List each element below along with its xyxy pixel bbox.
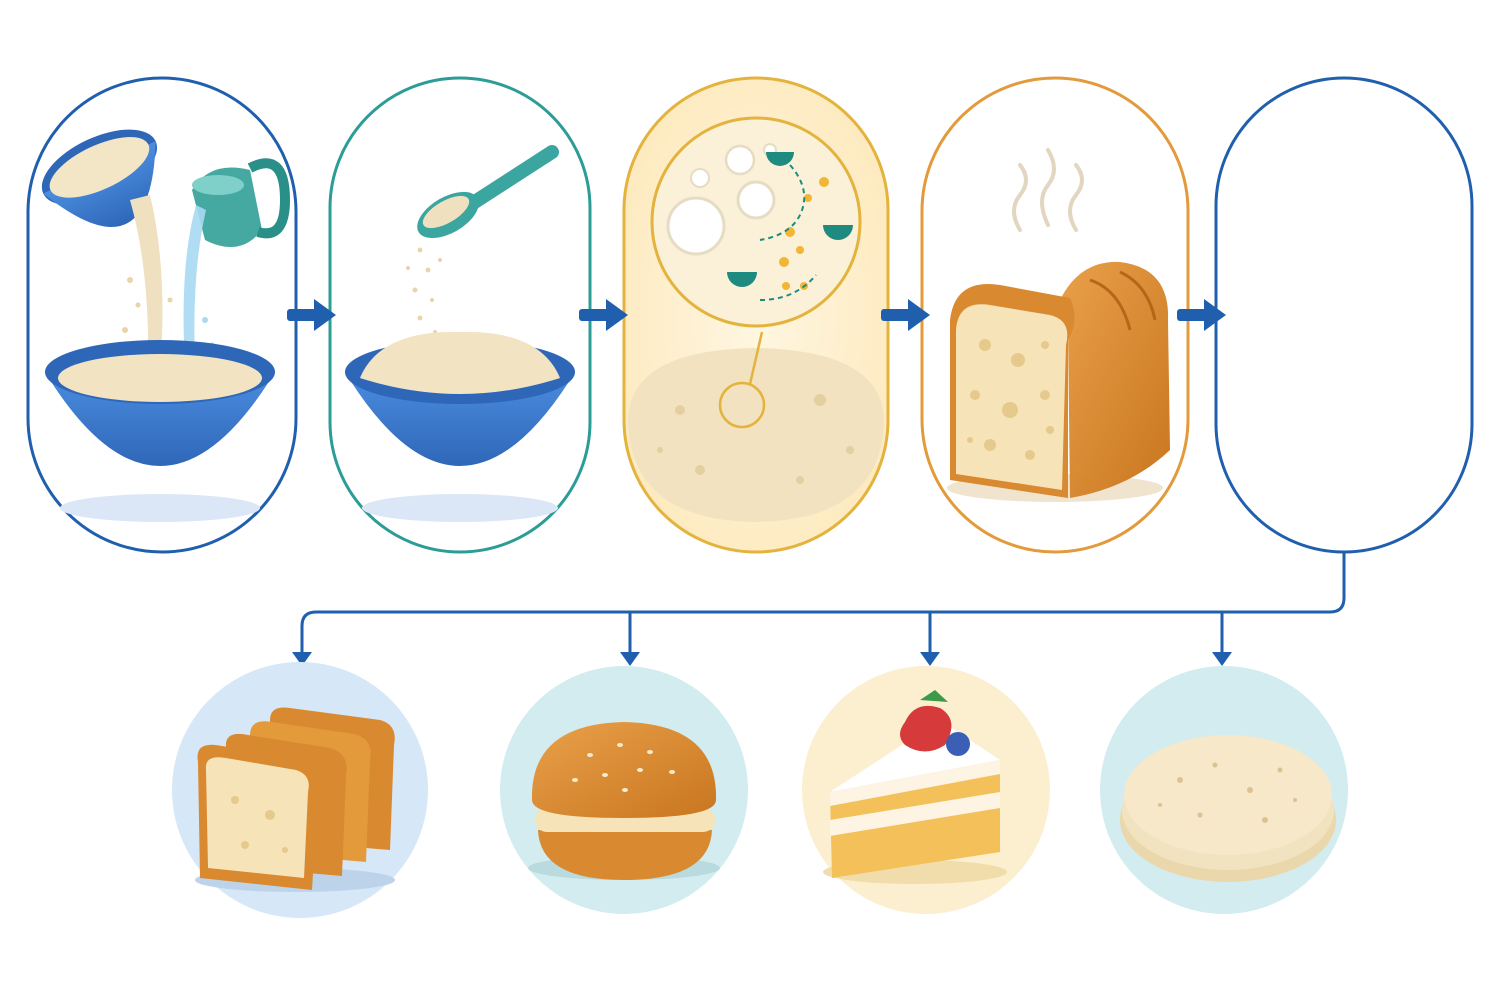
branch-arrowheads bbox=[292, 652, 1232, 666]
step-mix bbox=[28, 78, 296, 552]
step-outcome bbox=[1216, 78, 1472, 552]
step-outcome-frame bbox=[1216, 78, 1472, 552]
product-cake bbox=[802, 666, 1050, 914]
step-ferment bbox=[624, 78, 888, 552]
flatbread-icon bbox=[1120, 735, 1336, 882]
bun-icon bbox=[528, 722, 720, 880]
product-sliced-bread bbox=[172, 662, 428, 918]
step-bake bbox=[922, 78, 1188, 552]
product-bun bbox=[500, 666, 748, 914]
step-yeast bbox=[330, 78, 590, 552]
product-flatbread bbox=[1100, 666, 1348, 914]
branch-connector bbox=[302, 552, 1344, 652]
